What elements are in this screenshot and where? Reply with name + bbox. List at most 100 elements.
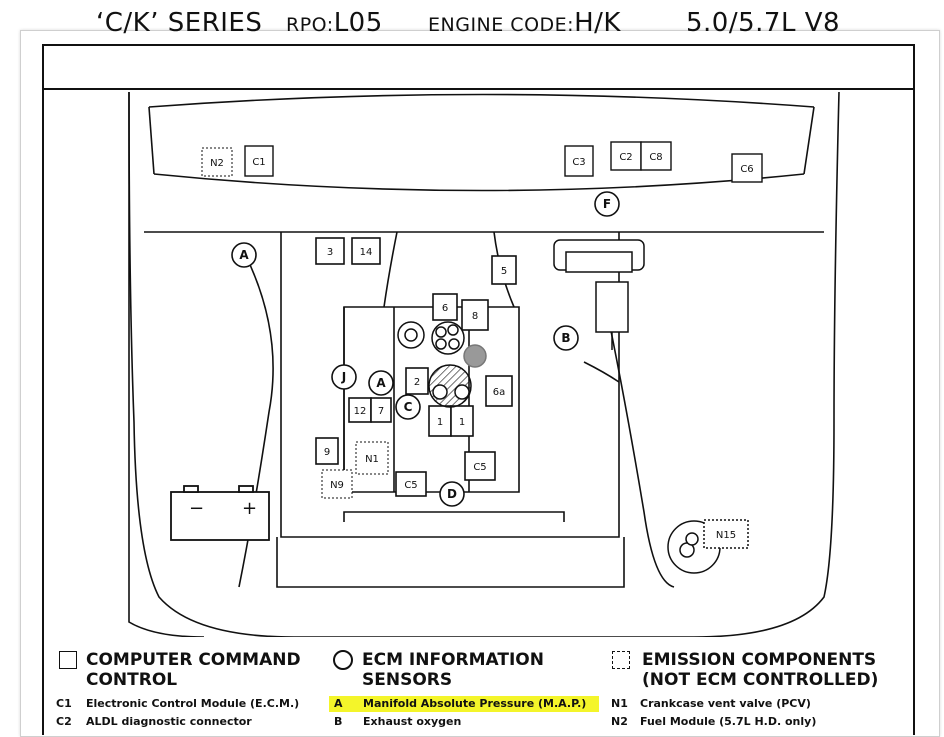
c2-box	[610, 141, 642, 171]
vehicle-body-outline	[128, 92, 840, 637]
n1-label: N1	[365, 454, 379, 465]
rpo: RPO:L05	[286, 8, 383, 38]
box-9	[315, 437, 339, 465]
c1-label: C1	[252, 157, 265, 168]
legend-cc-line2: CONTROL	[86, 670, 178, 690]
legend-ecm-line1: ECM INFORMATION	[362, 650, 544, 670]
legend-item-c1: C1	[56, 697, 72, 710]
c-label: C	[404, 400, 413, 414]
n15-assembly	[667, 519, 749, 574]
c6-label: C6	[740, 164, 753, 175]
j-circle	[331, 364, 357, 390]
box-6a	[485, 375, 513, 407]
legend-item-n1: N1	[611, 697, 628, 710]
c5b-label: C5	[404, 480, 417, 491]
engine-compartment-diagram: N2 C1 C3 C2 C8 C6 F A B J A C D 3	[128, 92, 840, 637]
displacement: 5.0/5.7L V8	[686, 8, 841, 38]
wire-right	[603, 296, 675, 588]
box-8	[461, 299, 489, 331]
c1-box	[244, 145, 274, 177]
box-14-label: 14	[360, 247, 373, 258]
a-left-circle	[231, 242, 257, 268]
legend-item-n2: N2	[611, 715, 628, 728]
header-rule	[44, 88, 913, 90]
engine-code-value: H/K	[574, 8, 621, 38]
n2-box	[201, 147, 233, 177]
n1-box	[355, 441, 389, 475]
legend-item-c1-text: Electronic Control Module (E.C.M.)	[86, 697, 300, 710]
box-5-label: 5	[501, 266, 507, 277]
throttle-sensor-assembly	[553, 239, 645, 350]
box-1b	[450, 405, 474, 437]
emission-dashed-icon	[612, 651, 630, 669]
box-6a-label: 6a	[493, 387, 506, 398]
legend-item-b-text: Exhaust oxygen	[363, 715, 462, 728]
c5a-box	[464, 451, 496, 481]
legend-item-n2-text: Fuel Module (5.7L H.D. only)	[640, 715, 817, 728]
diagram-frame	[42, 44, 915, 735]
a-left-label: A	[239, 248, 249, 262]
box-3	[315, 237, 345, 265]
c8-box	[640, 141, 672, 171]
battery	[170, 485, 270, 541]
legend-cc-line1: COMPUTER COMMAND	[86, 650, 301, 670]
d-circle	[439, 481, 465, 507]
ecm-circle-icon	[333, 650, 353, 670]
legend-item-b: B	[334, 715, 343, 728]
c-circle	[395, 394, 421, 420]
engine-code-label: ENGINE CODE:	[428, 14, 575, 36]
battery-minus: −	[189, 498, 204, 519]
a-mid-label: A	[376, 376, 386, 390]
box-2	[405, 367, 429, 395]
c3-label: C3	[572, 157, 585, 168]
legend-item-c2: C2	[56, 715, 72, 728]
page-card	[20, 30, 940, 737]
hood-top-line	[148, 93, 815, 108]
legend-ecm-line2: SENSORS	[362, 670, 453, 690]
n15-label: N15	[716, 530, 736, 541]
legend-item-a: A	[334, 697, 343, 710]
b-label: B	[561, 331, 570, 345]
box-12-label: 12	[354, 406, 367, 417]
highlight-map-row	[329, 696, 599, 712]
c8-label: C8	[649, 152, 662, 163]
box-6	[432, 293, 458, 321]
legend-em-line1: EMISSION COMPONENTS	[642, 650, 877, 670]
legend-item-n1-text: Crankcase vent valve (PCV)	[640, 697, 811, 710]
cowl-curve	[153, 173, 805, 192]
box-5	[491, 255, 517, 285]
engine-code: ENGINE CODE:H/K	[428, 8, 621, 38]
rpo-value: L05	[333, 8, 383, 38]
legend-ecm-info: ECM INFORMATION SENSORS	[362, 650, 544, 690]
c5a-label: C5	[473, 462, 486, 473]
box-1b-label: 1	[459, 417, 465, 428]
box-1a-label: 1	[437, 417, 443, 428]
rpo-label: RPO:	[286, 14, 334, 36]
legend-computer-command: COMPUTER COMMAND CONTROL	[86, 650, 301, 690]
command-square-icon	[59, 651, 77, 669]
box-6-label: 6	[442, 303, 448, 314]
series-title: ‘C/K’ SERIES	[96, 8, 263, 38]
c6-box	[731, 153, 763, 183]
box-7-label: 7	[378, 406, 384, 417]
body-outline-left	[128, 92, 205, 637]
engine-bay-box	[280, 232, 620, 538]
box-14	[351, 237, 381, 265]
box-8-label: 8	[472, 311, 478, 322]
f-circle	[594, 191, 620, 217]
legend-item-c2-text: ALDL diagnostic connector	[86, 715, 252, 728]
c2-label: C2	[619, 152, 632, 163]
a-mid-circle	[368, 370, 394, 396]
battery-plus: +	[242, 498, 257, 519]
n9-label: N9	[330, 480, 344, 491]
sensor-cluster	[397, 321, 487, 408]
legend-emission: EMISSION COMPONENTS (NOT ECM CONTROLLED)	[642, 650, 878, 690]
box-9-label: 9	[324, 447, 330, 458]
n9-box	[321, 469, 353, 499]
c3-box	[564, 145, 594, 177]
legend-em-line2: (NOT ECM CONTROLLED)	[642, 670, 879, 690]
box-7	[370, 397, 392, 423]
d-label: D	[447, 487, 457, 501]
b-circle	[553, 325, 579, 351]
n2-label: N2	[210, 158, 224, 169]
